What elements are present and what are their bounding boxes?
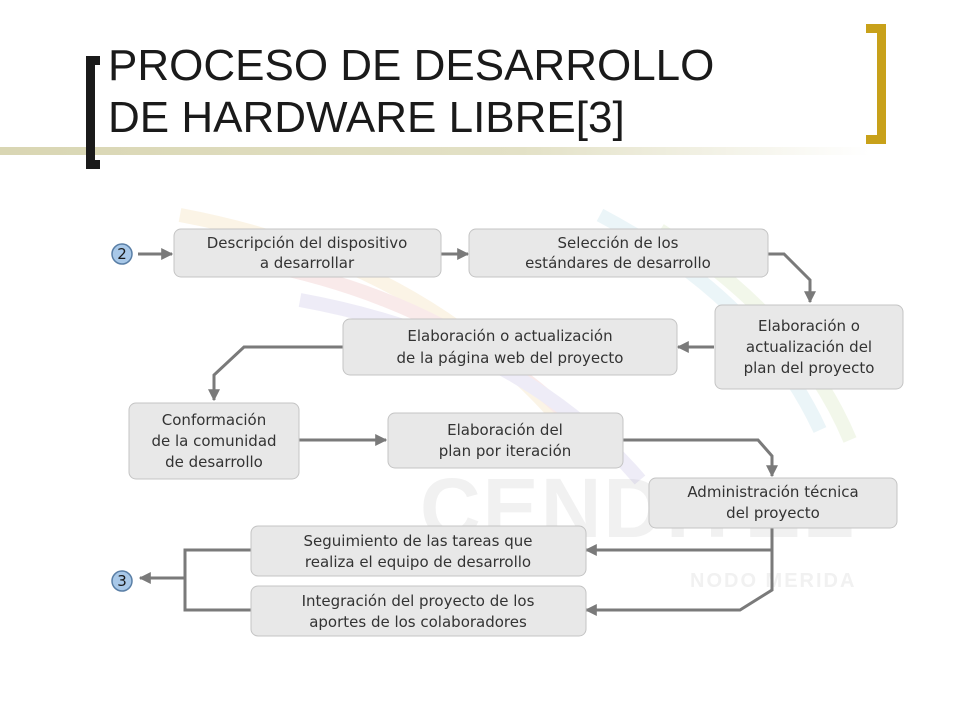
node-n4: Elaboración o actualización de la página… — [342, 318, 678, 376]
node-n7-line-2: del proyecto — [726, 504, 820, 522]
node-n3-line-1: Elaboración o — [758, 317, 860, 335]
node-n5-line-2: de la comunidad — [151, 432, 276, 450]
slide-title: PROCESO DE DESARROLLO DE HARDWARE LIBRE[… — [108, 40, 848, 144]
node-n3-line-2: actualización del — [746, 338, 872, 356]
node-n6: Elaboración del plan por iteración — [387, 412, 624, 469]
node-n8: Seguimiento de las tareas que realiza el… — [250, 525, 587, 577]
node-n9-line-2: aportes de los colaboradores — [309, 613, 527, 631]
connector-n4-to-n5 — [208, 345, 343, 402]
node-n6-line-1: Elaboración del — [447, 421, 563, 439]
left-bracket-decoration — [86, 56, 100, 169]
node-n8-line-1: Seguimiento de las tareas que — [304, 532, 533, 550]
node-n7-line-1: Administración técnica — [687, 483, 858, 501]
connector-n7-to-n8 — [584, 528, 774, 556]
node-n6-line-2: plan por iteración — [439, 442, 572, 460]
title-underline-bar — [0, 147, 870, 155]
connectors — [138, 248, 816, 616]
node-n3-line-3: plan del proyecto — [744, 359, 875, 377]
node-n9: Integración del proyecto de los aportes … — [250, 585, 587, 637]
connector-n6-to-n7 — [623, 438, 778, 478]
end-badge: 3 — [111, 570, 133, 592]
node-n2-line-1: Selección de los — [558, 234, 679, 252]
end-badge-label: 3 — [117, 572, 127, 590]
node-n2-line-2: estándares de desarrollo — [525, 254, 711, 272]
node-n4-line-2: de la página web del proyecto — [397, 349, 624, 367]
connector-n2-to-n3 — [768, 252, 816, 304]
node-n4-line-1: Elaboración o actualización — [407, 327, 612, 345]
node-n1-line-1: Descripción del dispositivo — [207, 234, 408, 252]
node-n7: Administración técnica del proyecto — [648, 477, 898, 529]
slide-title-line-2: DE HARDWARE LIBRE[3] — [108, 93, 625, 142]
connector-n7-to-n9 — [584, 550, 774, 616]
node-n5: Conformación de la comunidad de desarrol… — [128, 402, 300, 480]
start-badge-label: 2 — [117, 245, 127, 263]
node-n8-line-2: realiza el equipo de desarrollo — [305, 553, 531, 571]
connector-n8-to-end — [138, 548, 251, 584]
node-n2: Selección de los estándares de desarroll… — [468, 228, 769, 278]
slide-title-line-1: PROCESO DE DESARROLLO — [108, 41, 715, 90]
connector-n9-to-end — [183, 578, 251, 612]
node-n1-line-2: a desarrollar — [260, 254, 355, 272]
node-n5-line-3: de desarrollo — [165, 453, 263, 471]
node-n1: Descripción del dispositivo a desarrolla… — [173, 228, 442, 278]
right-bracket-decoration — [866, 24, 886, 144]
start-badge: 2 — [111, 243, 133, 265]
node-n3: Elaboración o actualización del plan del… — [714, 304, 904, 390]
node-n9-line-1: Integración del proyecto de los — [302, 592, 535, 610]
node-n5-line-1: Conformación — [162, 411, 266, 429]
